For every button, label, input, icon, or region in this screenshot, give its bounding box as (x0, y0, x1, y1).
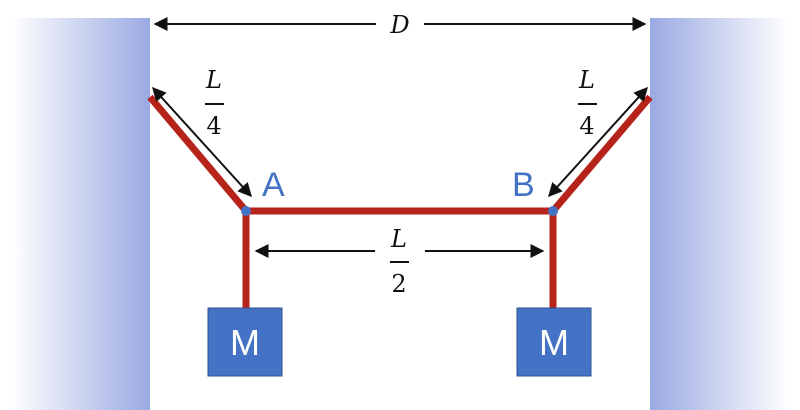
mass-left-label: M (230, 322, 260, 363)
mass-left (207, 307, 283, 377)
mass-right-label: M (539, 322, 569, 363)
right-wall (650, 18, 788, 410)
segment-left-denominator: 4 (206, 112, 221, 140)
segment-left-arrow (152, 86, 252, 198)
point-a (241, 206, 251, 216)
segment-right-numerator: L (578, 66, 595, 94)
rope (147, 94, 653, 215)
point-a-label: A (262, 166, 285, 204)
point-b-label: B (512, 166, 535, 204)
segment-middle-numerator: L (390, 225, 407, 253)
mass-right (516, 307, 592, 377)
segment-right-arrow (548, 86, 648, 198)
segment-right-denominator: 4 (579, 112, 594, 140)
segment-left-numerator: L (205, 66, 222, 94)
left-wall (12, 18, 150, 410)
segment-middle-denominator: 2 (391, 270, 406, 298)
distance-label: D (389, 11, 409, 39)
point-b (548, 206, 558, 216)
